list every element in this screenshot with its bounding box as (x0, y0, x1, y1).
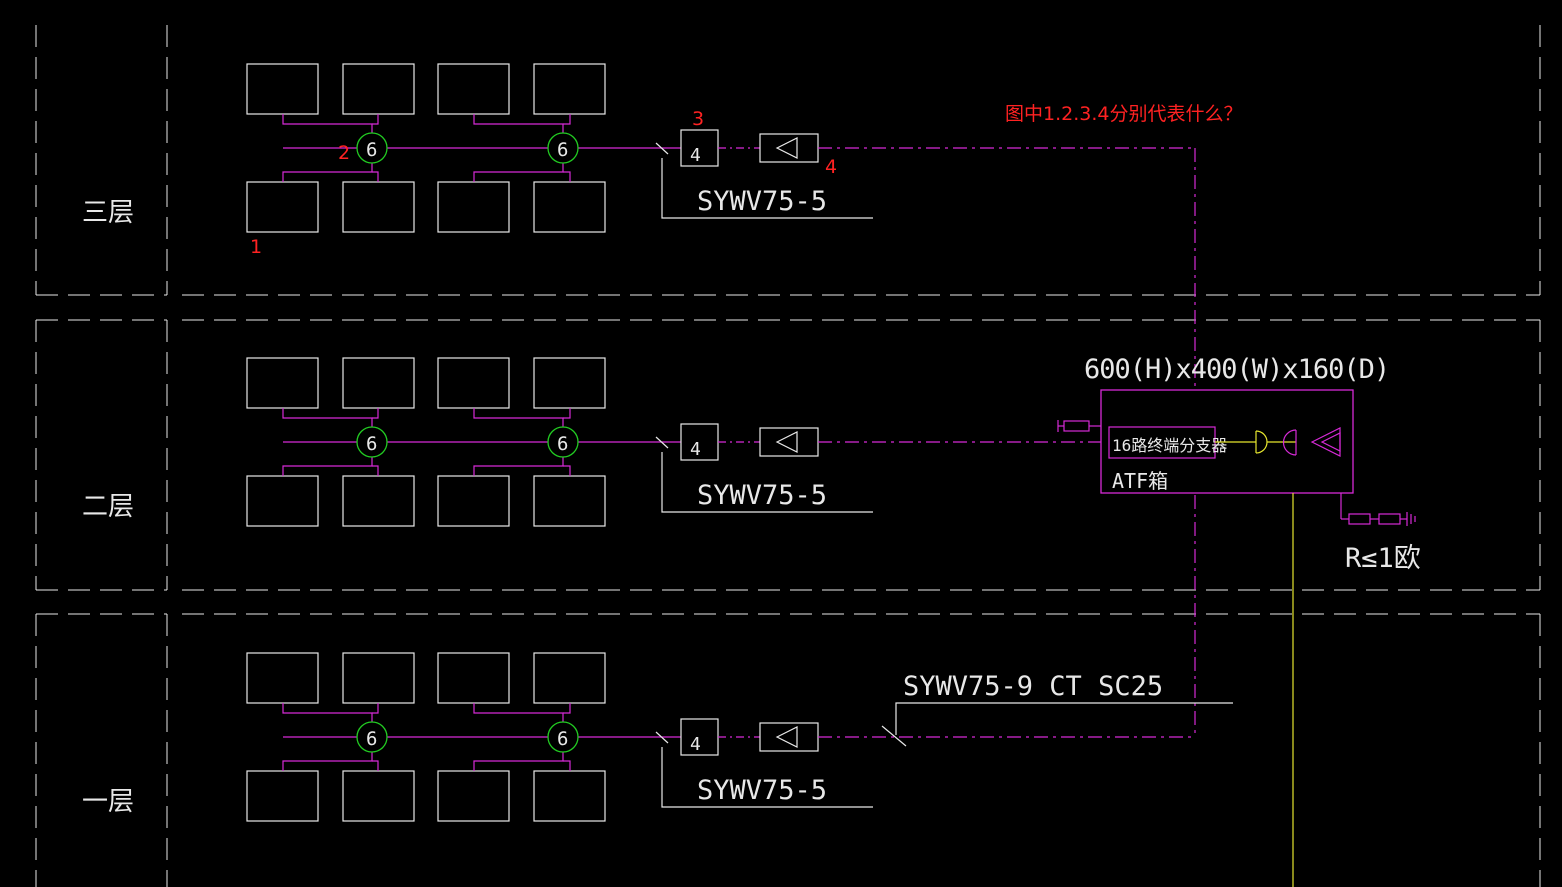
splitter-value: 6 (557, 728, 568, 750)
marker-2: 2 (338, 142, 350, 164)
splitter-circle-icon (547, 721, 579, 753)
tv-outlet-box (246, 770, 319, 822)
atf-cabinet: 600(H)x400(W)x160(D) 16路终端分支器 ATF箱 (1057, 354, 1421, 887)
ground-resistance-label: R≤1欧 (1345, 543, 1421, 574)
tv-outlet-box (342, 475, 415, 527)
tap-value: 4 (690, 439, 701, 460)
trunk-cable: SYWV75-9 CT SC25 (881, 671, 1233, 747)
tv-outlet-box (533, 770, 606, 822)
amplifier-box (759, 427, 819, 457)
annotations: 1 2 3 4 图中1.2.3.4分别代表什么？ (250, 103, 1242, 258)
half-circle-connector-icon (1255, 430, 1268, 454)
splitter-value: 6 (557, 139, 568, 161)
tap-value: 4 (690, 145, 701, 166)
floor-label: 三层 (82, 198, 134, 228)
frame-borders (35, 25, 1541, 887)
cabinet-amplifier-chain (1215, 427, 1341, 457)
ground-connector-icon (1340, 493, 1416, 526)
splitter-circle-icon (356, 426, 388, 458)
tv-outlet-box (342, 63, 415, 115)
terminal-splitter-label: 16路终端分支器 (1112, 436, 1227, 455)
floor-label: 二层 (82, 492, 134, 522)
amplifier-box (759, 722, 819, 752)
marker-3: 3 (692, 108, 704, 130)
question-text: 图中1.2.3.4分别代表什么？ (1005, 103, 1242, 125)
splitter-value: 6 (557, 433, 568, 455)
cabinet-box (1100, 389, 1354, 494)
antenna-amplifier-icon (1282, 429, 1297, 456)
tv-outlet-box (437, 475, 510, 527)
tv-outlet-box (342, 357, 415, 409)
splitter-circle-icon (356, 721, 388, 753)
splitter-value: 6 (366, 433, 377, 455)
double-triangle-icon (1310, 427, 1341, 457)
splitter-circle-icon (356, 132, 388, 164)
floor-cable-label: SYWV75-5 (697, 775, 827, 806)
amplifier-triangle-icon (775, 726, 798, 748)
tv-outlet-box (342, 652, 415, 704)
cabinet-input-connector-icon (1057, 420, 1101, 432)
tv-outlet-box (533, 357, 606, 409)
amplifier-triangle-icon (775, 137, 798, 159)
floor-label: 一层 (82, 787, 134, 817)
tv-outlet-box (342, 181, 415, 233)
amplifier-triangle-icon (775, 431, 798, 453)
floor-cable-label: SYWV75-5 (697, 186, 827, 217)
tv-outlet-box (437, 181, 510, 233)
tv-outlet-box (246, 181, 319, 233)
cabinet-name: ATF箱 (1112, 469, 1168, 493)
tv-outlet-box (246, 357, 319, 409)
splitter-value: 6 (366, 728, 377, 750)
trunk-cable-label: SYWV75-9 CT SC25 (903, 671, 1163, 702)
amplifier-box (759, 133, 819, 163)
tv-outlet-box (246, 475, 319, 527)
tv-outlet-box (533, 475, 606, 527)
marker-1: 1 (250, 236, 262, 258)
tv-outlet-box (342, 770, 415, 822)
tv-outlet-box (533, 181, 606, 233)
tv-outlet-box (437, 652, 510, 704)
tv-outlet-box (246, 63, 319, 115)
tv-outlet-box (437, 770, 510, 822)
tv-outlet-box (533, 652, 606, 704)
tv-outlet-box (437, 63, 510, 115)
tv-outlet-box (533, 63, 606, 115)
marker-4: 4 (825, 156, 837, 178)
tv-outlet-box (246, 652, 319, 704)
tv-outlet-box (437, 357, 510, 409)
splitter-circle-icon (547, 426, 579, 458)
cabinet-dimensions: 600(H)x400(W)x160(D) (1084, 354, 1389, 385)
tap-value: 4 (690, 734, 701, 755)
splitter-circle-icon (547, 132, 579, 164)
floor-cable-label: SYWV75-5 (697, 480, 827, 511)
splitter-value: 6 (366, 139, 377, 161)
